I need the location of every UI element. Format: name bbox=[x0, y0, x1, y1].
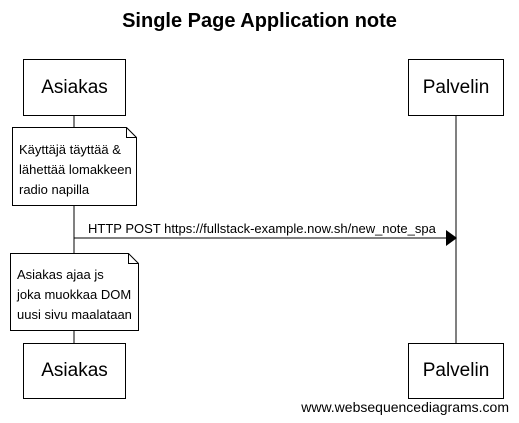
watermark: www.websequencediagrams.com bbox=[301, 399, 509, 415]
participant-client-top: Asiakas bbox=[23, 59, 126, 116]
note-1: Käyttäjä täyttää & lähettää lomakkeen ra… bbox=[13, 136, 136, 200]
message-label: HTTP POST https://fullstack-example.now.… bbox=[88, 221, 436, 236]
participant-client-bottom: Asiakas bbox=[23, 343, 126, 399]
participant-server-top: Palvelin bbox=[408, 59, 504, 116]
note-1-line-3: radio napilla bbox=[19, 182, 90, 197]
note-1-line-2: lähettää lomakkeen bbox=[19, 162, 132, 177]
note-fold-1 bbox=[126, 127, 137, 138]
note-2: Asiakas ajaa js joka muokkaa DOM uusi si… bbox=[11, 261, 138, 325]
note-fold-2 bbox=[128, 253, 139, 264]
note-outline-2 bbox=[10, 253, 139, 331]
note-2-line-2: joka muokkaa DOM bbox=[17, 287, 132, 302]
participant-server-bottom: Palvelin bbox=[408, 343, 504, 399]
note-2-line-3: uusi sivu maalataan bbox=[17, 307, 132, 322]
message-arrow-head bbox=[446, 230, 457, 246]
note-2-line-1: Asiakas ajaa js bbox=[17, 267, 104, 282]
note-1-line-1: Käyttäjä täyttää & bbox=[19, 142, 121, 157]
note-outline-1 bbox=[12, 127, 137, 206]
diagram-title: Single Page Application note bbox=[122, 10, 397, 32]
